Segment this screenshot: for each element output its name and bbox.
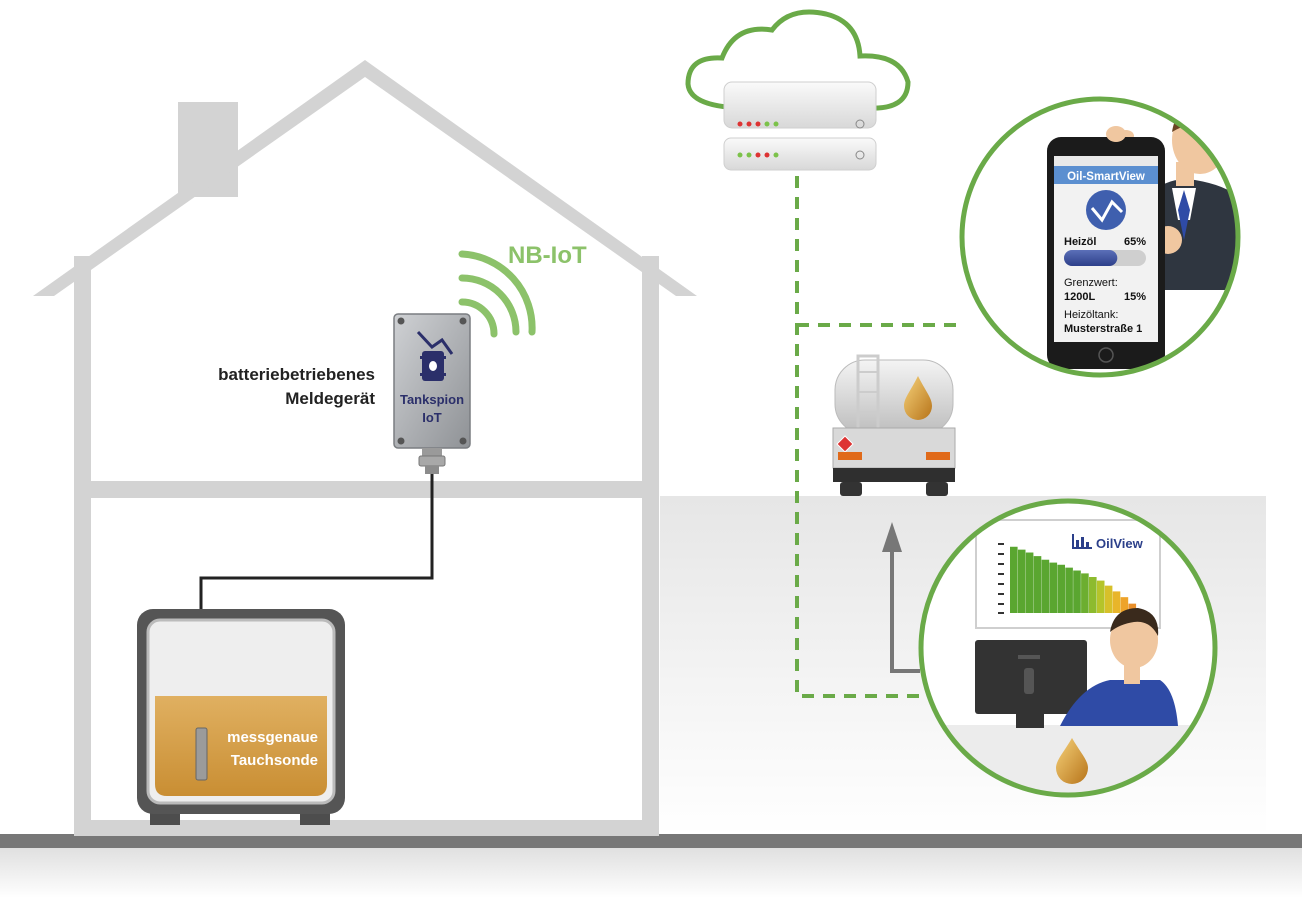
wireless-signal-icon <box>458 250 536 338</box>
home-button-icon <box>1098 347 1114 363</box>
oilview-bar <box>1065 567 1073 613</box>
oilview-bar <box>1112 591 1121 613</box>
house <box>33 60 697 836</box>
immersion-probe-icon <box>195 727 208 781</box>
cloud-icon <box>685 9 911 111</box>
oilview-axis <box>998 543 1004 614</box>
oilview-brand: OilView <box>1096 536 1144 551</box>
oilview-bars <box>1010 546 1137 613</box>
oilview-bar <box>1017 549 1026 613</box>
smartphone-app-bubble: Oil-SmartView Heizöl 65% Grenzwert: 1200… <box>959 96 1241 378</box>
oil-barrel-icon <box>416 330 454 381</box>
probe-label-line1: messgenaue <box>227 729 318 746</box>
ground-line <box>0 834 1302 848</box>
tanker-truck-icon <box>832 354 956 496</box>
oilview-bar <box>1128 603 1137 613</box>
limit-volume: 1200L <box>1064 291 1095 303</box>
oilview-bar <box>1033 556 1042 613</box>
oilview-bar <box>1010 546 1018 613</box>
server-icon <box>723 81 877 129</box>
oil-tank: messgenaue Tauchsonde <box>137 609 345 825</box>
device-label-line2: Meldegerät <box>285 389 375 408</box>
fuel-level-fill <box>1064 250 1118 266</box>
limit-percent: 15% <box>1124 291 1146 303</box>
oilview-bar <box>1057 564 1065 613</box>
oilview-bar <box>1041 559 1050 613</box>
chart-icon <box>1072 534 1092 549</box>
tankspion-label-line2: IoT <box>422 410 442 425</box>
cloud-server <box>685 9 911 171</box>
oilview-bar <box>1081 573 1089 613</box>
fuel-percent: 65% <box>1124 236 1146 248</box>
oilview-bar <box>1104 585 1113 613</box>
probe-label-line2: Tauchsonde <box>231 752 318 769</box>
dispatch-arrow <box>890 548 920 673</box>
server-icon <box>723 137 877 171</box>
tank-address: Musterstraße 1 <box>1064 323 1142 335</box>
data-link-line <box>795 176 922 698</box>
device-label-line1: batteriebetriebenes <box>218 365 375 384</box>
nbiot-label: NB-IoT <box>508 242 587 269</box>
oilview-bar <box>1049 562 1058 613</box>
arrow-head-icon <box>882 522 902 552</box>
app-title: Oil-SmartView <box>1067 171 1145 183</box>
oilview-bar <box>1120 597 1129 613</box>
limit-label: Grenzwert: <box>1064 277 1118 289</box>
oil-drop-icon <box>904 376 932 420</box>
fuel-label: Heizöl <box>1064 236 1096 248</box>
oil-fill-level <box>155 696 327 796</box>
oil-drop-icon <box>1056 738 1088 784</box>
oilview-bar <box>1025 552 1034 613</box>
tankspion-label-line1: Tankspion <box>400 392 464 407</box>
oilview-office-bubble: OilView <box>918 498 1218 798</box>
oilview-bar <box>1073 570 1081 613</box>
oilview-bar <box>1096 580 1105 613</box>
tank-label: Heizöltank: <box>1064 309 1118 321</box>
oilview-bar <box>1089 577 1097 613</box>
office-worker-figure <box>1060 608 1178 726</box>
tankspion-device: Tankspion IoT <box>393 313 471 474</box>
